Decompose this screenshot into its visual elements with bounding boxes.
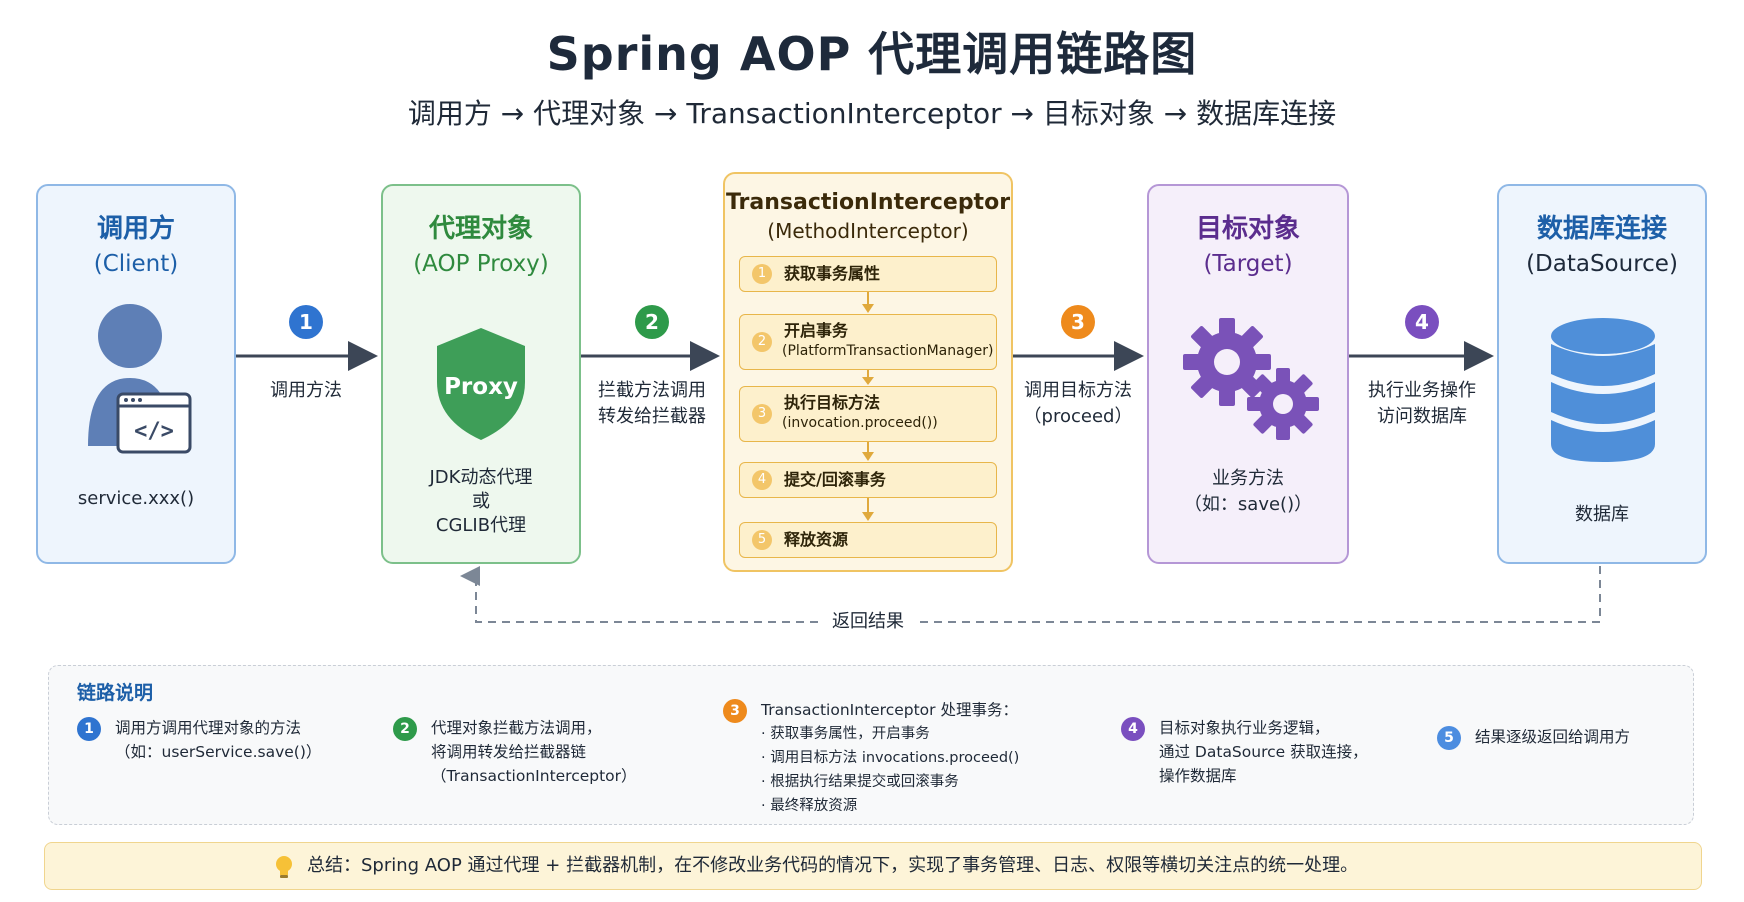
proxy-desc: JDK动态代理 或 CGLIB代理 xyxy=(383,466,579,538)
interceptor-step-4: 4 提交/回滚事务 xyxy=(739,462,997,498)
step-label: 获取事务属性 xyxy=(784,264,881,283)
interceptor-title: TransactionInterceptor xyxy=(725,190,1011,215)
arrow-number-2: 2 xyxy=(635,305,669,339)
explain-panel: 链路说明 1 调用方调用代理对象的方法 （如：userService.save(… xyxy=(48,665,1694,825)
step-number: 5 xyxy=(752,530,772,550)
target-node: 目标对象 (Target) xyxy=(1147,184,1349,564)
target-desc-method: 业务方法 xyxy=(1212,468,1284,489)
summary-bar: 总结：Spring AOP 通过代理 + 拦截器机制，在不修改业务代码的情况下，… xyxy=(44,842,1702,890)
user-code-icon: </> xyxy=(88,304,192,454)
explain-number-1: 1 xyxy=(77,717,101,741)
interceptor-subtitle: (MethodInterceptor) xyxy=(767,219,969,243)
arrow-label-1: 调用方法 xyxy=(236,378,376,404)
explain-line: （TransactionInterceptor） xyxy=(431,767,637,785)
step-sub: (PlatformTransactionManager) xyxy=(782,343,994,359)
proxy-node: 代理对象 (AOP Proxy) Proxy JDK动态代理 或 CGLIB代理 xyxy=(381,184,581,564)
return-label: 返回结果 xyxy=(818,609,918,635)
step-label: 提交/回滚事务 xyxy=(784,470,886,489)
explain-line: 通过 DataSource 获取连接， xyxy=(1159,743,1368,761)
explain-item-1: 调用方调用代理对象的方法 （如：userService.save()） xyxy=(115,716,375,764)
proxy-badge: Proxy xyxy=(444,374,518,400)
explain-item-5: 结果逐级返回给调用方 xyxy=(1475,725,1685,749)
step-label: 释放资源 xyxy=(784,530,849,549)
arrow-label-line: 执行业务操作 xyxy=(1368,380,1476,401)
explain-line: 将调用转发给拦截器链 xyxy=(431,743,587,761)
proxy-shield-icon: Proxy xyxy=(437,328,525,440)
arrow-label-line: 拦截方法调用 xyxy=(598,380,706,401)
step-number: 4 xyxy=(752,470,772,490)
interceptor-step-5: 5 释放资源 xyxy=(739,522,997,558)
arrow-label-2: 拦截方法调用 转发给拦截器 xyxy=(582,378,722,430)
proxy-subtitle: (AOP Proxy) xyxy=(413,251,549,277)
step-number: 3 xyxy=(752,404,772,424)
gears-icon xyxy=(1183,318,1319,440)
step-number: 1 xyxy=(752,264,772,284)
arrow-label-line: （proceed） xyxy=(1023,406,1133,427)
proxy-desc-or: 或 xyxy=(472,491,490,512)
arrow-label-line: 访问数据库 xyxy=(1377,406,1467,427)
database-title: 数据库连接 xyxy=(1536,214,1667,244)
svg-text:</>: </> xyxy=(134,419,174,444)
arrow-label-3: 调用目标方法 （proceed） xyxy=(1008,378,1148,430)
explain-item-4: 目标对象执行业务逻辑， 通过 DataSource 获取连接， 操作数据库 xyxy=(1159,716,1419,788)
explain-number-3: 3 xyxy=(723,699,747,723)
explain-line: （如：userService.save()） xyxy=(115,743,322,761)
lightbulb-icon xyxy=(276,856,292,878)
database-subtitle: (DataSource) xyxy=(1526,251,1678,277)
arrow-label-4: 执行业务操作 访问数据库 xyxy=(1352,378,1492,430)
database-desc: 数据库 xyxy=(1575,504,1629,525)
explain-number-5: 5 xyxy=(1437,726,1461,750)
step-label: 开启事务 xyxy=(784,321,849,340)
explain-line: · 获取事务属性，开启事务 xyxy=(761,726,930,742)
explain-item-2: 代理对象拦截方法调用， 将调用转发给拦截器链 （TransactionInter… xyxy=(431,716,691,788)
summary-text: 总结：Spring AOP 通过代理 + 拦截器机制，在不修改业务代码的情况下，… xyxy=(307,855,1359,876)
explain-line: · 最终释放资源 xyxy=(761,798,858,814)
explain-line: 结果逐级返回给调用方 xyxy=(1475,728,1631,746)
page-subtitle: 调用方 → 代理对象 → TransactionInterceptor → 目标… xyxy=(407,97,1337,130)
explain-item-3: TransactionInterceptor 处理事务： · 获取事务属性，开启… xyxy=(761,698,1101,818)
interceptor-step-3: 3 执行目标方法 (invocation.proceed()) xyxy=(739,386,997,442)
proxy-desc-cglib: CGLIB代理 xyxy=(435,515,527,536)
client-title: 调用方 xyxy=(96,214,175,244)
page-title: Spring AOP 代理调用链路图 xyxy=(546,27,1198,81)
explain-line: 代理对象拦截方法调用， xyxy=(431,719,602,737)
target-desc: 业务方法 （如：save()） xyxy=(1149,466,1347,518)
step-number: 2 xyxy=(752,332,772,352)
explain-line: 目标对象执行业务逻辑， xyxy=(1159,719,1330,737)
client-code: service.xxx() xyxy=(77,488,195,509)
explain-line: 调用方调用代理对象的方法 xyxy=(115,719,302,737)
database-node: 数据库连接 (DataSource) 数据库 xyxy=(1497,184,1707,564)
interceptor-step-2: 2 开启事务 (PlatformTransactionManager) xyxy=(739,314,997,370)
explain-line: · 调用目标方法 invocations.proceed() xyxy=(761,750,1020,766)
arrow-number-1: 1 xyxy=(289,305,323,339)
step-sub: (invocation.proceed()) xyxy=(782,415,938,431)
proxy-title: 代理对象 xyxy=(428,214,533,244)
database-icon xyxy=(1551,318,1655,462)
target-desc-example: （如：save()） xyxy=(1183,494,1313,515)
proxy-desc-jdk: JDK动态代理 xyxy=(429,467,533,488)
arrow-label-line: 调用目标方法 xyxy=(1024,380,1132,401)
arrow-number-3: 3 xyxy=(1061,305,1095,339)
target-subtitle: (Target) xyxy=(1203,251,1293,277)
explain-line: TransactionInterceptor 处理事务： xyxy=(761,701,1018,719)
explain-number-4: 4 xyxy=(1121,717,1145,741)
arrow-label-line: 调用方法 xyxy=(270,380,342,401)
interceptor-step-1: 1 获取事务属性 xyxy=(739,256,997,292)
target-title: 目标对象 xyxy=(1195,214,1300,244)
step-label: 执行目标方法 xyxy=(784,393,881,412)
step-connectors xyxy=(862,292,874,521)
explain-line: · 根据执行结果提交或回滚事务 xyxy=(761,774,959,790)
explain-number-2: 2 xyxy=(393,717,417,741)
interceptor-node: TransactionInterceptor (MethodIntercepto… xyxy=(723,172,1013,572)
explain-line: 操作数据库 xyxy=(1159,767,1237,785)
client-subtitle: (Client) xyxy=(93,251,179,277)
arrow-label-line: 转发给拦截器 xyxy=(598,406,706,427)
explain-title: 链路说明 xyxy=(77,682,154,704)
client-node: 调用方 (Client) </> service.xxx() xyxy=(36,184,236,564)
arrow-number-4: 4 xyxy=(1405,305,1439,339)
